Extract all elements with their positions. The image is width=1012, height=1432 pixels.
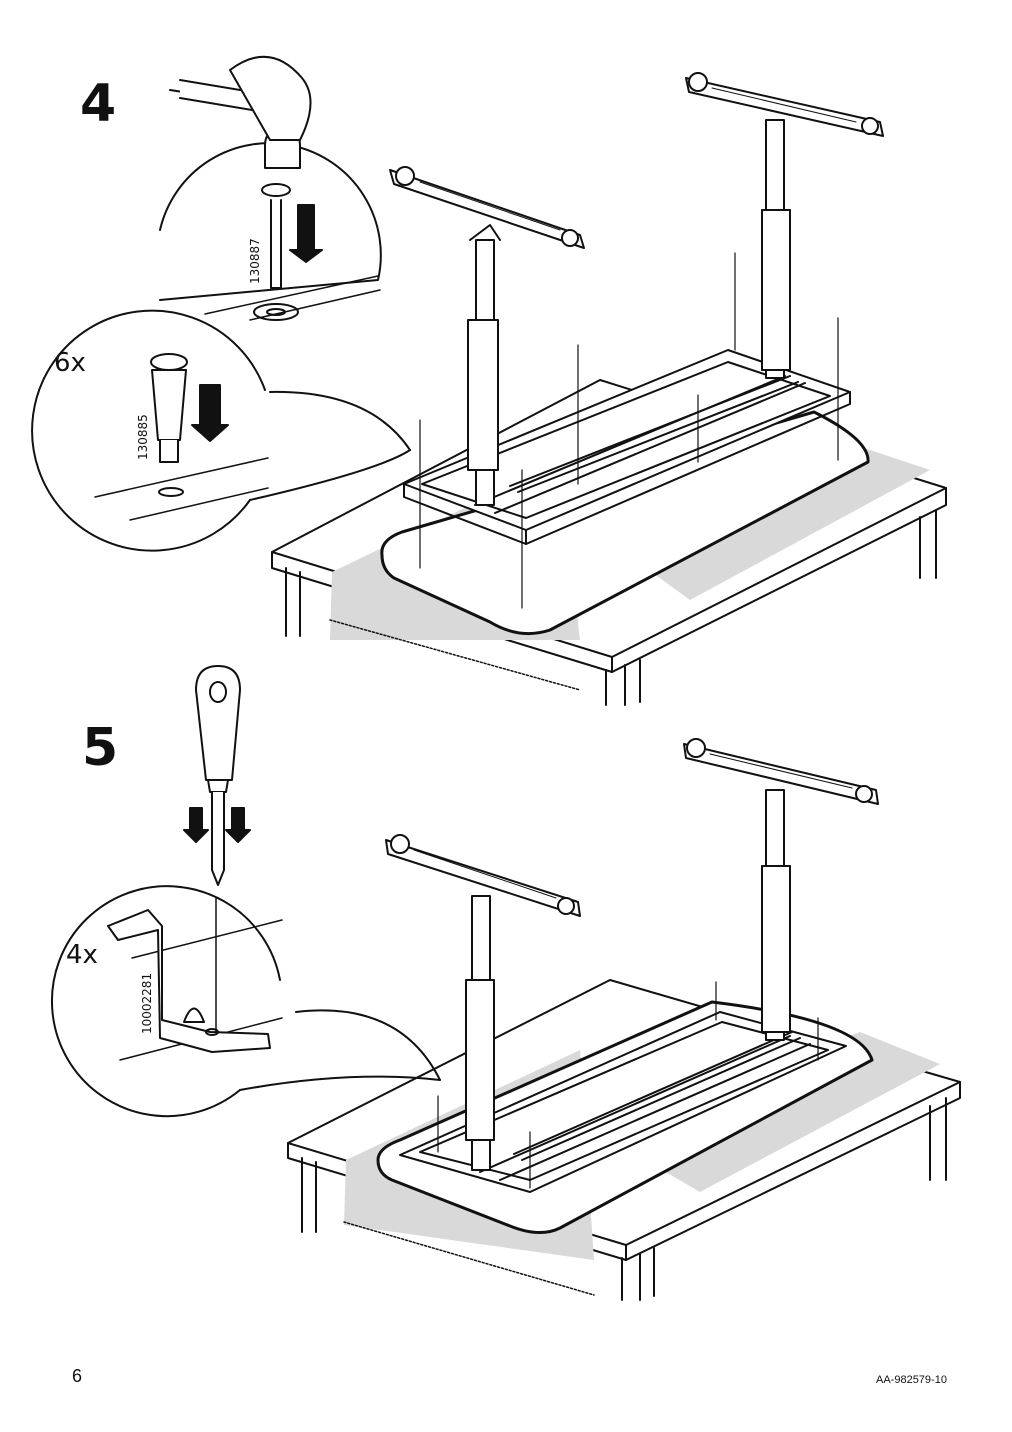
left-leg bbox=[389, 166, 585, 506]
step-4-number: 4 bbox=[80, 74, 117, 134]
step-5-quantity: 4x bbox=[66, 940, 98, 970]
screwdriver-icon bbox=[183, 665, 251, 886]
frame bbox=[399, 1011, 847, 1193]
step-4-quantity: 6x bbox=[54, 348, 86, 378]
right-leg bbox=[683, 738, 879, 1041]
right-leg bbox=[685, 72, 884, 379]
page-number: 6 bbox=[72, 1366, 83, 1386]
detail-bubble-hammer bbox=[159, 55, 382, 321]
step-4-part-number-plug: 130885 bbox=[136, 414, 150, 460]
step-4-part-number-nail: 130887 bbox=[248, 238, 262, 284]
bracket-guides bbox=[437, 981, 819, 1189]
detail-bubble-plug bbox=[31, 309, 411, 552]
arrow-down-icon bbox=[183, 807, 209, 843]
hammer-icon bbox=[169, 55, 312, 169]
step-5-part-number-bracket: 10002281 bbox=[140, 972, 154, 1034]
arrow-down-icon bbox=[191, 384, 229, 442]
arrow-down-icon bbox=[225, 807, 251, 843]
step-4-illustration bbox=[31, 55, 947, 706]
left-leg bbox=[385, 834, 581, 1171]
frame bbox=[403, 349, 851, 545]
step-5-illustration bbox=[51, 665, 961, 1301]
fastener-guides bbox=[419, 252, 839, 609]
arrow-down-icon bbox=[289, 204, 323, 263]
detail-bubble-bracket bbox=[51, 885, 441, 1118]
step-5-number: 5 bbox=[82, 718, 119, 778]
document-code: AA-982579-10 bbox=[876, 1374, 947, 1386]
table-top bbox=[380, 410, 870, 636]
